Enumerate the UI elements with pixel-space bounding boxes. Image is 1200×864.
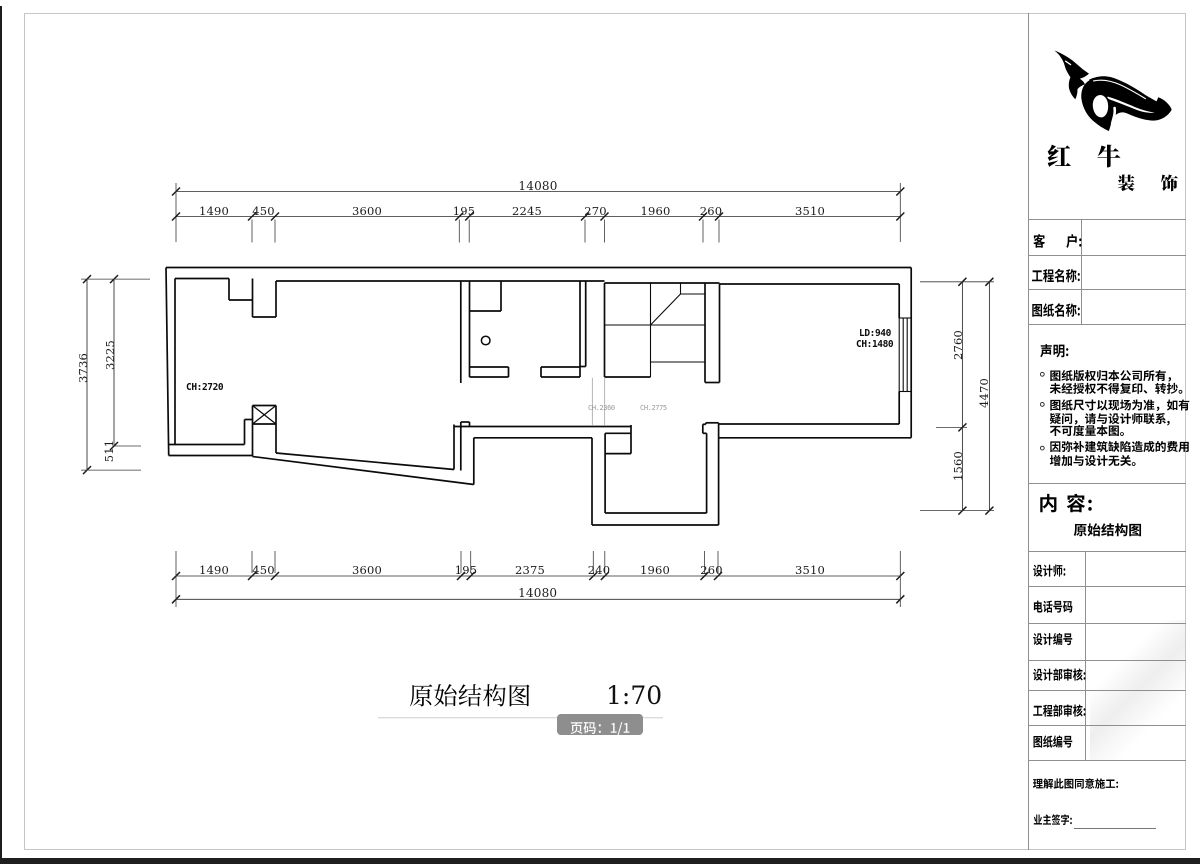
dim-top-2: 3600	[351, 204, 383, 219]
form-row4-path	[1033, 704, 1086, 717]
form-row5-path	[1033, 735, 1073, 748]
tb-sep-row5	[1028, 760, 1186, 762]
dim-bottom-7: 260	[700, 562, 723, 577]
window-label-ld940: LD:940	[859, 328, 891, 339]
form-row1-path	[1033, 600, 1073, 613]
page-badge-path	[570, 722, 630, 736]
logo-sub-path	[1117, 174, 1178, 192]
projection-lines	[591, 377, 606, 425]
window-bottom-edge	[0, 858, 1200, 864]
dim-top-8: 3510	[794, 204, 826, 219]
stmt-line1-path	[1049, 382, 1183, 394]
content-value-path	[1073, 523, 1142, 537]
dim-bottom-0: 1490	[198, 562, 230, 577]
mid-label-ch2775: CH.2775	[640, 403, 667, 412]
window-label-ch1480: CH:1480	[856, 339, 894, 350]
page-number-badge	[557, 714, 643, 735]
content-head-path	[1040, 493, 1092, 513]
footer-divider	[378, 716, 663, 719]
tb-sep-row3	[1028, 689, 1186, 691]
dim-top-7: 260	[699, 204, 723, 219]
tb-field-divider	[1081, 219, 1082, 325]
stmt-line0-path	[1050, 369, 1172, 382]
dim-right-total: 4470	[976, 378, 991, 409]
stmt-line2-path	[1050, 399, 1190, 412]
dim-top-1: 450	[252, 204, 275, 219]
dim-right-0: 2760	[951, 330, 965, 361]
window-left-edge	[0, 6, 2, 864]
form-row3-path	[1033, 668, 1086, 681]
form-row2-path	[1033, 632, 1073, 646]
field-client-path	[1033, 234, 1046, 248]
dim-bottom-8: 3510	[794, 562, 826, 577]
tb-form-divider	[1084, 550, 1086, 761]
tb-sep-row1	[1028, 622, 1186, 624]
dim-bottom-total: 14080	[518, 586, 558, 601]
tb-sep-logo	[1028, 219, 1186, 221]
dim-bottom-5: 240	[587, 562, 611, 577]
dim-top-3: 195	[452, 204, 476, 219]
tb-sep-content	[1028, 550, 1186, 552]
stmt-line3-path	[1049, 413, 1170, 426]
logo-name-path	[1047, 144, 1121, 168]
dim-bottom-6: 1960	[639, 562, 671, 577]
dim-left-1: 511	[101, 440, 116, 463]
dimension-lines	[81, 183, 994, 607]
field-client2-path	[1066, 234, 1082, 248]
floor-plan-walls	[165, 266, 913, 526]
stmt-head-path	[1040, 344, 1069, 358]
agreement-path	[1032, 778, 1119, 789]
tb-sep-row0	[1028, 585, 1186, 587]
mid-label-ch2360: CH.2360	[588, 403, 615, 412]
drawing-title-texts	[409, 684, 630, 736]
dim-top-6: 1960	[640, 204, 671, 219]
drawing-scale: 1:70	[606, 681, 663, 710]
dim-bottom-4: 2375	[514, 562, 546, 577]
dim-left-0: 3225	[102, 339, 117, 370]
dim-bottom-1: 450	[252, 562, 275, 577]
dim-bottom-2: 3600	[351, 562, 383, 577]
field-project-path	[1031, 268, 1080, 283]
tb-sep-row4	[1028, 725, 1186, 726]
dim-left-total: 3736	[75, 353, 90, 384]
company-logo-icon	[1054, 50, 1172, 131]
field-sheet-path	[1032, 303, 1080, 317]
dim-right-1: 1560	[951, 451, 965, 482]
signature-path	[1033, 814, 1072, 826]
room-label-ch2720: CH:2720	[186, 381, 224, 393]
tb-sep-client	[1028, 254, 1186, 256]
drawing-frame	[24, 13, 1186, 850]
title-block-left-border	[1028, 13, 1029, 850]
dim-top-5: 270	[584, 204, 607, 219]
tb-sep-statement	[1028, 482, 1186, 484]
dim-top-total: 14080	[518, 178, 558, 193]
stmt-line5-path	[1050, 440, 1189, 453]
title-block-texts	[1031, 144, 1190, 826]
dim-top-4: 2245	[511, 204, 543, 219]
tb-sep-project	[1028, 289, 1186, 291]
signature-line	[1074, 827, 1156, 829]
stmt-line4-path	[1049, 424, 1124, 437]
dim-top-0: 1490	[198, 204, 230, 219]
drawing-title-path	[409, 684, 530, 707]
tb-sep-row2	[1028, 659, 1186, 661]
form-row0-path	[1033, 564, 1066, 577]
stmt-line6-path	[1049, 455, 1136, 467]
tb-sep-sheet	[1028, 323, 1186, 325]
dim-bottom-3: 195	[454, 562, 478, 577]
